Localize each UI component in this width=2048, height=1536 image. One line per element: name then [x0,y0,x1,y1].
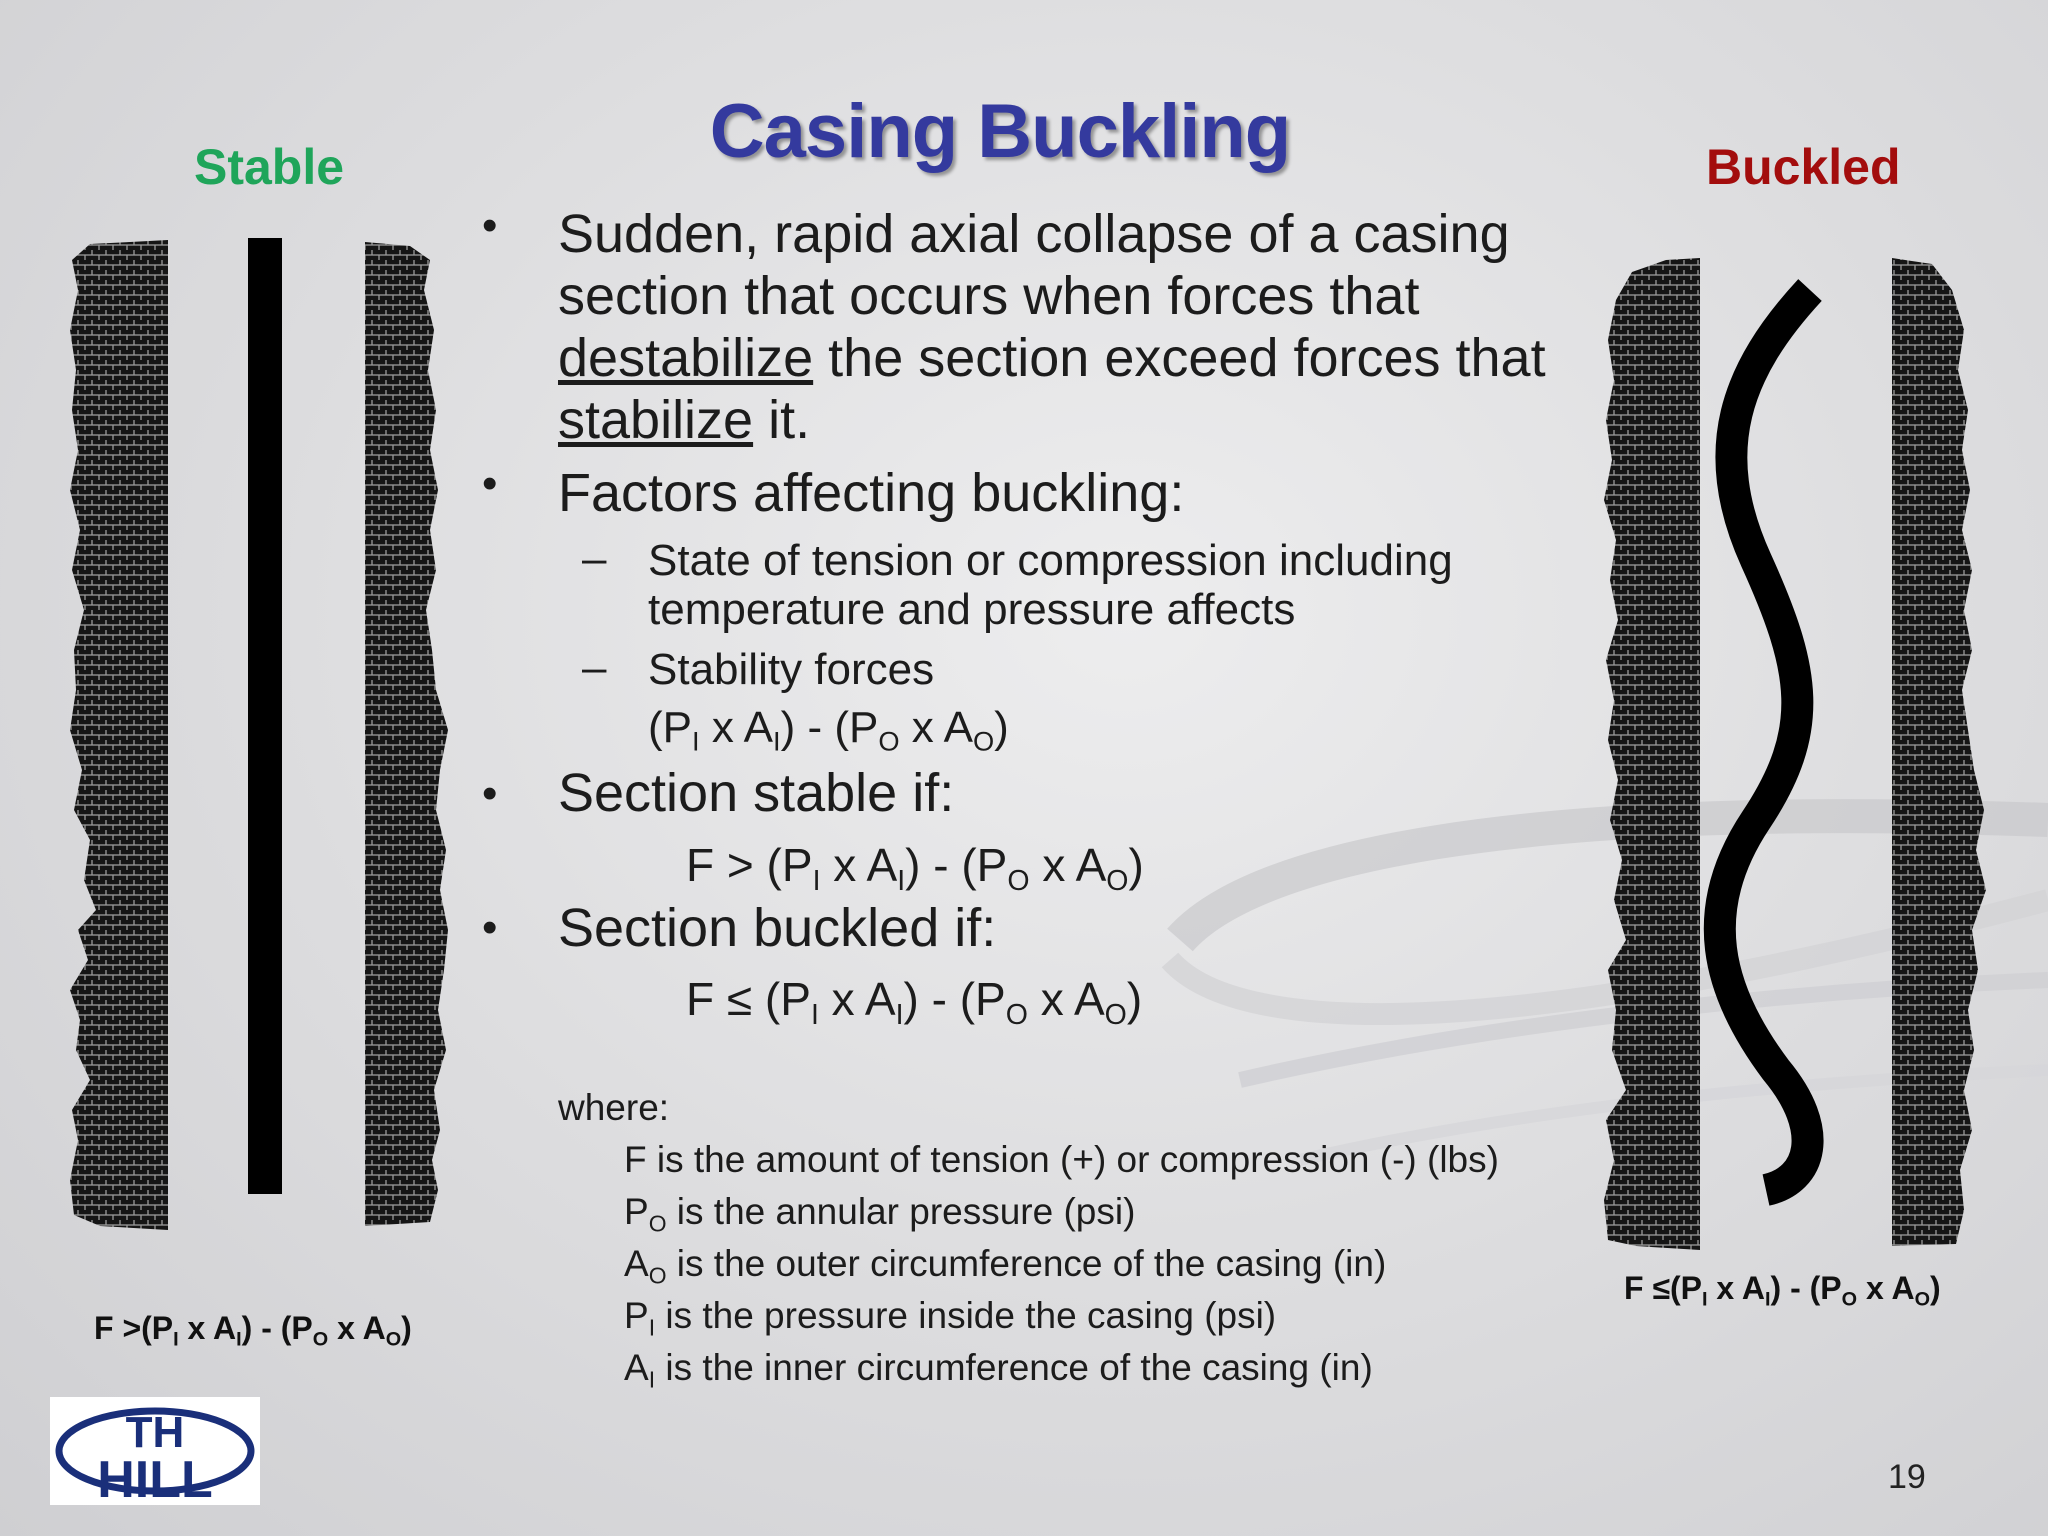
stable-formula: F > (PI x AI) - (PO x AO) [686,839,1144,898]
definition-f: F is the amount of tension (+) or compre… [624,1139,1499,1180]
bullet-icon: • [482,769,498,818]
buckled-condition-label: F ≤(PI x AI) - (PO x AO) [1624,1270,1941,1311]
stability-forces-formula: (PI x AI) - (PO x AO) [648,703,1009,757]
bullet-factors: Factors affecting buckling: [558,463,1185,523]
svg-text:TH: TH [126,1408,185,1457]
subbullet-tension-line2: temperature and pressure affects [648,585,1296,634]
stable-condition-label: F >(PI x AI) - (PO x AO) [94,1310,412,1351]
dash-icon: – [582,643,607,692]
stable-casing-diagram [70,238,448,1230]
dash-icon: – [582,534,607,583]
stable-right-formation-wall [365,242,448,1226]
subbullet-stability-forces: Stability forces [648,645,935,694]
bullet-section-stable: Section stable if: [558,763,955,823]
stabilize-term: stabilize [558,390,754,450]
buckled-casing-pipe [1703,279,1824,1206]
slide-title: Casing Buckling [709,89,1291,174]
stable-casing-pipe [248,238,282,1194]
definition-pi: PI is the pressure inside the casing (ps… [624,1295,1277,1341]
buckled-left-formation-wall [1604,258,1700,1250]
stable-left-formation-wall [70,240,168,1230]
bullet-icon: • [482,201,498,250]
definition-ai: AI is the inner circumference of the cas… [624,1347,1373,1393]
subbullet-tension-line1: State of tension or compression includin… [648,536,1453,585]
buckled-label: Buckled [1706,139,1901,195]
bullet-collapse-definition: Sudden, rapid axial collapse of a casing… [558,204,1546,450]
svg-text:HILL: HILL [97,1451,213,1505]
bullet-icon: • [482,903,498,952]
stable-label: Stable [194,139,345,195]
destabilize-term: destabilize [558,328,814,388]
where-label: where: [558,1087,670,1128]
bullet-section-buckled: Section buckled if: [558,898,997,958]
page-number: 19 [1888,1458,1926,1496]
buckled-casing-diagram [1604,258,1986,1250]
buckled-formula: F ≤ (PI x AI) - (PO x AO) [686,973,1143,1032]
buckled-right-formation-wall [1892,258,1986,1246]
th-hill-logo: TH HILL [50,1397,260,1505]
bullet-icon: • [482,459,498,508]
definition-ao: AO is the outer circumference of the cas… [624,1243,1387,1289]
definition-po: PO is the annular pressure (psi) [624,1191,1136,1237]
